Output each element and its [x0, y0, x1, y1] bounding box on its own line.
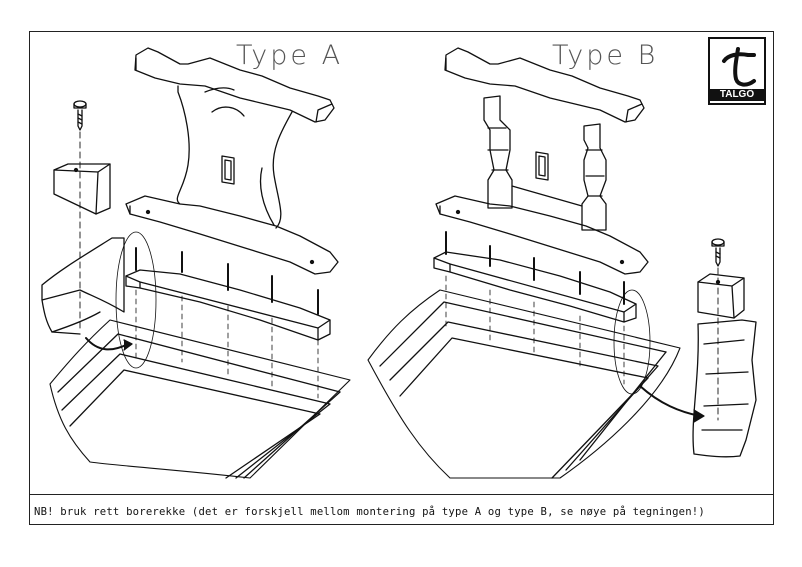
type-b-apron-cutaway	[639, 319, 757, 458]
type-a-rail-screws	[135, 247, 319, 315]
type-a-wedge-block	[53, 163, 111, 215]
type-b-screw	[711, 238, 725, 421]
type-a-foot	[125, 195, 339, 275]
logo-text: TALGÖ	[710, 89, 764, 101]
instruction-note: NB! bruk rett borerekke (det er forskjel…	[34, 506, 705, 518]
type-b-wedge-block	[697, 273, 745, 319]
type-b-rail	[433, 231, 651, 395]
type-a-drawing	[41, 47, 351, 479]
type-b-foot	[435, 195, 649, 275]
talgo-logo: TALGÖ	[708, 37, 766, 105]
type-b-top-rail	[444, 47, 645, 123]
type-a-rail	[115, 231, 331, 399]
type-b-drawing	[367, 47, 757, 479]
type-b-label: Type B	[552, 40, 659, 71]
type-b-rail-screws	[445, 231, 625, 305]
type-a-table-frame	[49, 319, 351, 479]
type-b-columns	[483, 95, 607, 231]
caption-divider	[29, 494, 774, 495]
drawing-frame	[29, 31, 774, 525]
type-a-top-rail	[134, 47, 335, 123]
type-a-label: Type A	[236, 40, 344, 71]
type-a-leg-plate	[176, 85, 293, 229]
type-a-screw	[73, 100, 87, 331]
talgo-logo-icon	[722, 47, 756, 87]
type-b-table-frame	[367, 289, 681, 479]
